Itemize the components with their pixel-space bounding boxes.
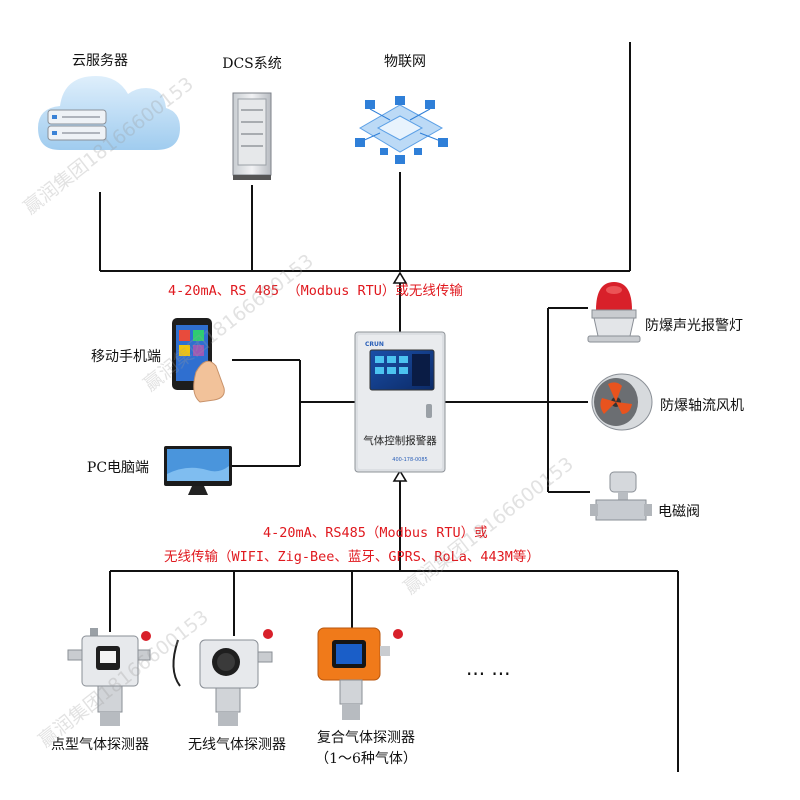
dcs-cabinet-icon (232, 92, 272, 180)
alarm-light-icon (587, 282, 641, 343)
controller-label: 气体控制报警器 (363, 434, 437, 447)
cloud-server-icon (38, 76, 180, 150)
point-detector-label: 点型气体探测器 (51, 737, 149, 753)
composite-detector-icon (317, 627, 403, 720)
mobile-label: 移动手机端 (91, 349, 161, 365)
upper-protocol-text: 4-20mA、RS 485 （Modbus RTU）或无线传输 (168, 283, 463, 299)
pc-monitor-icon (164, 446, 232, 495)
point-detector-icon (67, 628, 151, 726)
composite-detector-label: 复合气体探测器 (317, 729, 415, 746)
dcs-label: DCS系统 (222, 56, 282, 72)
up-arrow-icon-lower (392, 469, 408, 482)
alarm-light-label: 防爆声光报警灯 (645, 318, 743, 334)
wireless-detector-label: 无线气体探测器 (188, 737, 286, 753)
fan-label: 防爆轴流风机 (660, 398, 744, 414)
controller-phone: 400-178-0085 (392, 457, 427, 463)
connection-lines (99, 42, 679, 772)
lower-protocol-line1: 4-20mA、RS485（Modbus RTU）或 (263, 525, 488, 541)
iot-network-icon (355, 96, 448, 164)
iot-label: 物联网 (384, 54, 426, 70)
up-arrow-icon (392, 271, 408, 284)
lower-protocol-line2: 无线传输（WIFI、Zig-Bee、蓝牙、GPRS、RoLa、443M等） (164, 548, 540, 565)
controller-brand: CRUN (365, 341, 384, 348)
solenoid-valve-icon (590, 471, 652, 521)
cloud-server-label: 云服务器 (72, 53, 128, 69)
composite-detector-sublabel: （1～6种气体） (315, 751, 417, 767)
more-detectors-ellipsis: ··· ··· (466, 662, 511, 686)
mobile-phone-icon (172, 318, 225, 403)
watermark-4: 赢润集团18166600153 (35, 606, 213, 752)
gas-controller-device (354, 331, 446, 473)
axial-fan-icon (591, 373, 653, 431)
wireless-detector-icon (172, 629, 273, 726)
valve-label: 电磁阀 (658, 504, 700, 520)
pc-label: PC电脑端 (87, 460, 149, 476)
